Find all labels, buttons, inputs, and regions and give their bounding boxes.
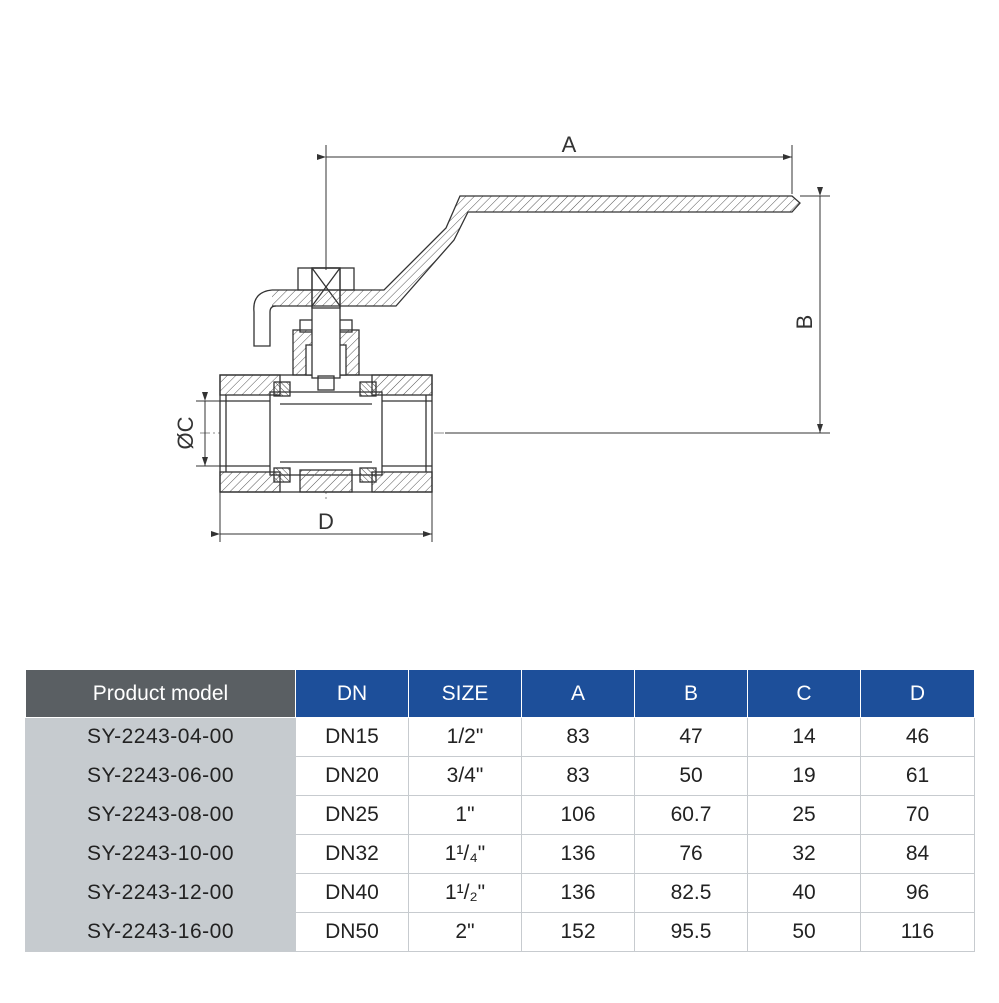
header-size: SIZE bbox=[408, 669, 522, 718]
cell-dn: DN32 bbox=[295, 834, 409, 874]
dimension-B bbox=[445, 187, 830, 434]
lever-handle bbox=[253, 195, 801, 347]
cell-dn: DN20 bbox=[295, 756, 409, 796]
cell-model: SY-2243-10-00 bbox=[25, 834, 296, 874]
header-c: C bbox=[747, 669, 861, 718]
cell-a: 136 bbox=[521, 873, 635, 913]
cell-size: 1¹/₄" bbox=[408, 834, 522, 874]
valve-body bbox=[219, 267, 433, 493]
cell-model: SY-2243-16-00 bbox=[25, 912, 296, 952]
table-row: SY-2243-16-00 DN50 2" 152 95.5 50 116 bbox=[25, 912, 975, 952]
cell-d: 70 bbox=[860, 795, 975, 835]
cell-dn: DN15 bbox=[295, 717, 409, 757]
cell-d: 96 bbox=[860, 873, 975, 913]
cell-b: 76 bbox=[634, 834, 748, 874]
cell-b: 82.5 bbox=[634, 873, 748, 913]
cell-a: 136 bbox=[521, 834, 635, 874]
cell-a: 152 bbox=[521, 912, 635, 952]
table-row: SY-2243-10-00 DN32 1¹/₄" 136 76 32 84 bbox=[25, 834, 975, 874]
cell-b: 50 bbox=[634, 756, 748, 796]
dimension-spec-table: Product model DN SIZE A B C D SY-2243-04… bbox=[25, 669, 975, 952]
dimension-D bbox=[211, 492, 433, 542]
valve-technical-drawing: A B ØC D bbox=[173, 132, 830, 542]
cell-c: 32 bbox=[747, 834, 861, 874]
cell-c: 40 bbox=[747, 873, 861, 913]
dim-A-label: A bbox=[562, 132, 577, 157]
cell-a: 83 bbox=[521, 717, 635, 757]
table-header-row: Product model DN SIZE A B C D bbox=[25, 669, 975, 718]
cell-model: SY-2243-12-00 bbox=[25, 873, 296, 913]
cell-dn: DN40 bbox=[295, 873, 409, 913]
header-product-model: Product model bbox=[25, 669, 296, 718]
cell-model: SY-2243-08-00 bbox=[25, 795, 296, 835]
cell-size: 2" bbox=[408, 912, 522, 952]
table-row: SY-2243-08-00 DN25 1" 106 60.7 25 70 bbox=[25, 795, 975, 835]
cell-b: 60.7 bbox=[634, 795, 748, 835]
cell-size: 1¹/₂" bbox=[408, 873, 522, 913]
dim-D-label: D bbox=[318, 509, 334, 534]
dimension-C bbox=[196, 392, 226, 467]
cell-model: SY-2243-06-00 bbox=[25, 756, 296, 796]
header-a: A bbox=[521, 669, 635, 718]
cell-a: 106 bbox=[521, 795, 635, 835]
cell-a: 83 bbox=[521, 756, 635, 796]
cell-c: 14 bbox=[747, 717, 861, 757]
cell-c: 50 bbox=[747, 912, 861, 952]
cell-d: 84 bbox=[860, 834, 975, 874]
cell-b: 95.5 bbox=[634, 912, 748, 952]
table-row: SY-2243-04-00 DN15 1/2" 83 47 14 46 bbox=[25, 717, 975, 757]
dim-B-label: B bbox=[792, 315, 817, 330]
cell-size: 1" bbox=[408, 795, 522, 835]
header-dn: DN bbox=[295, 669, 409, 718]
cell-d: 46 bbox=[860, 717, 975, 757]
cell-b: 47 bbox=[634, 717, 748, 757]
dimension-A bbox=[317, 145, 793, 270]
dim-C-label: ØC bbox=[173, 416, 198, 449]
cell-size: 1/2" bbox=[408, 717, 522, 757]
header-b: B bbox=[634, 669, 748, 718]
cell-size: 3/4" bbox=[408, 756, 522, 796]
table-row: SY-2243-12-00 DN40 1¹/₂" 136 82.5 40 96 bbox=[25, 873, 975, 913]
cell-c: 25 bbox=[747, 795, 861, 835]
cell-model: SY-2243-04-00 bbox=[25, 717, 296, 757]
cell-d: 61 bbox=[860, 756, 975, 796]
table-row: SY-2243-06-00 DN20 3/4" 83 50 19 61 bbox=[25, 756, 975, 796]
cell-dn: DN50 bbox=[295, 912, 409, 952]
header-d: D bbox=[860, 669, 975, 718]
cell-d: 116 bbox=[860, 912, 975, 952]
cell-c: 19 bbox=[747, 756, 861, 796]
cell-dn: DN25 bbox=[295, 795, 409, 835]
